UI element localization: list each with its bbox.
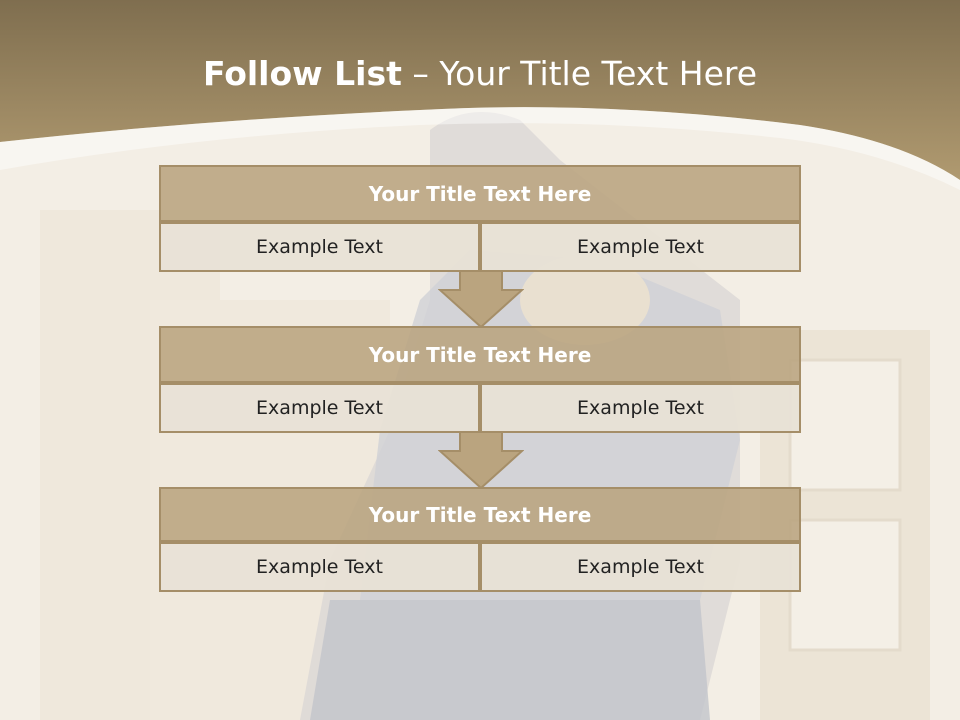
title-rest: – Your Title Text Here <box>401 54 758 93</box>
block-title: Your Title Text Here <box>159 487 801 542</box>
slide-title: Follow List – Your Title Text Here <box>0 54 960 93</box>
block-cell-right: Example Text <box>480 222 801 272</box>
block-title: Your Title Text Here <box>159 326 801 383</box>
down-arrow-icon <box>438 270 524 328</box>
block-cell-left: Example Text <box>159 383 480 433</box>
block-title: Your Title Text Here <box>159 165 801 222</box>
header-band <box>0 0 960 190</box>
title-bold: Follow List <box>202 54 402 93</box>
block-cell-left: Example Text <box>159 542 480 592</box>
block-cell-left: Example Text <box>159 222 480 272</box>
down-arrow-icon <box>438 431 524 489</box>
block-cell-right: Example Text <box>480 383 801 433</box>
block-cell-right: Example Text <box>480 542 801 592</box>
